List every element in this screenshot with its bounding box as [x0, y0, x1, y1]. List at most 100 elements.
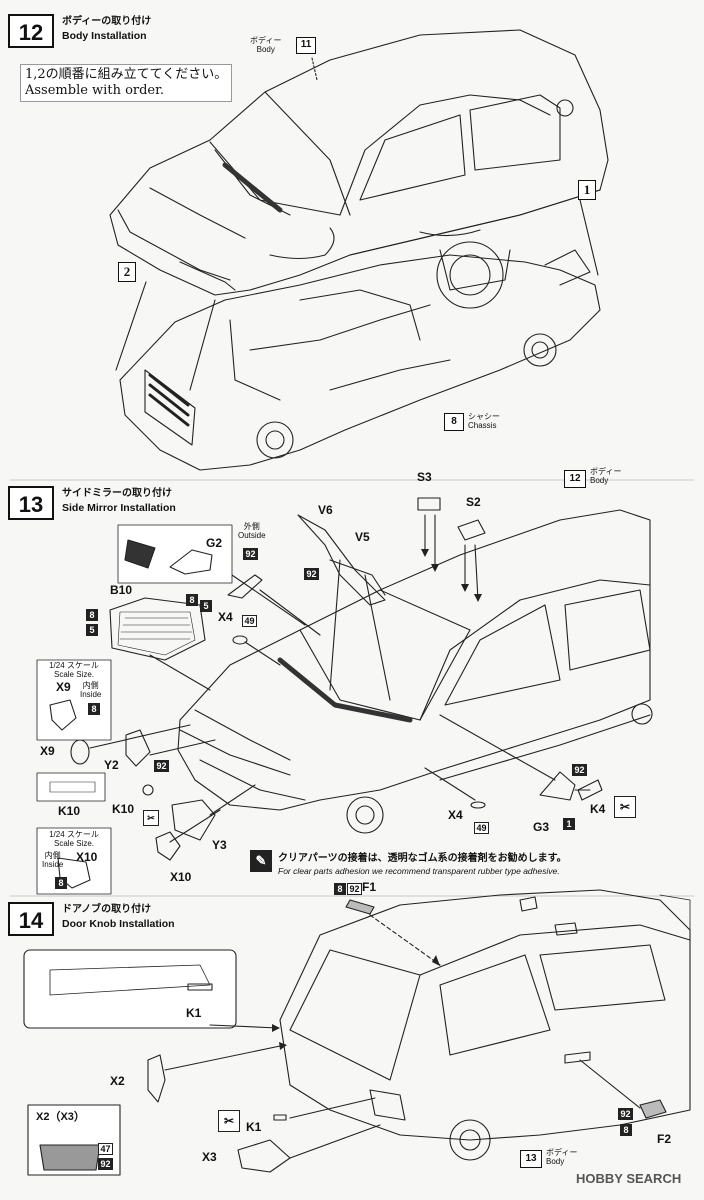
color-92-g3: 92 — [572, 764, 587, 776]
chassis-drawing — [119, 241, 601, 471]
part-Y2: Y2 — [104, 758, 119, 772]
part-K1-inset: K1 — [186, 1006, 202, 1020]
step12-chassis-en: Chassis — [468, 421, 497, 431]
step12-chassis-step-ref: 8 — [444, 413, 464, 431]
scale-label-x9: 1/24 スケール Scale Size. — [39, 661, 109, 679]
scale-jp-x9: 1/24 スケール — [49, 661, 99, 670]
step12-chassis-label: シャシー Chassis — [468, 412, 500, 430]
adhesive-note-jp: クリアパーツの接着は、透明なゴム系の接着剤をお勧めします。 — [278, 853, 567, 864]
color-8-f2: 8 — [620, 1124, 632, 1136]
step12-title-en: Body Installation — [62, 30, 147, 42]
glue-icon-k1: ✂ — [218, 1110, 240, 1132]
step14-body-step-ref: 13 — [520, 1150, 542, 1168]
part-S2: S2 — [466, 495, 481, 509]
step14-body-en: Body — [546, 1157, 565, 1167]
part-X2: X2 — [110, 1074, 125, 1088]
part-X9: X9 — [40, 744, 55, 758]
inside-jp-x10: 内側 — [44, 851, 61, 860]
color-92-g2: 92 — [243, 548, 258, 560]
step12-body-en: Body — [256, 45, 275, 55]
color-92-wiper: 92 — [304, 568, 319, 580]
step14-body-jp: ボディー — [546, 1148, 578, 1157]
step13-title-jp: サイドミラーの取り付け — [62, 488, 172, 499]
step13-body-label: ボディー Body — [590, 467, 621, 485]
part-K10-inset: K10 — [58, 804, 81, 818]
glue-icon-k10: ✂ — [143, 810, 159, 826]
step13-number: 13 — [8, 486, 54, 520]
outside-label: 外側 Outside — [238, 522, 266, 540]
color-47: 47 — [98, 1143, 113, 1155]
door-knob-step-drawing — [23, 889, 691, 1176]
step12-body-label: ボディー Body — [250, 36, 281, 54]
x2x3-box-label: X2（X3） — [36, 1111, 85, 1123]
part-K4: K4 — [590, 802, 606, 816]
part-X10-inset: X10 — [76, 850, 98, 864]
step14-body-label: ボディー Body — [546, 1148, 577, 1166]
color-8-b10: 8 — [86, 609, 98, 621]
part-S3: S3 — [417, 470, 432, 484]
color-8-b10b: 8 — [186, 594, 198, 606]
part-X4-bottom: X4 — [448, 808, 463, 822]
step12-body-jp: ボディー — [250, 36, 282, 45]
step13-body-step-ref: 12 — [564, 470, 586, 488]
watermark: HOBBY SEARCH — [576, 1171, 682, 1186]
color-49-top: 49 — [242, 615, 257, 627]
step12-number: 12 — [8, 14, 54, 48]
color-49-bottom: 49 — [474, 822, 489, 834]
inside-en-x10: Inside — [42, 860, 64, 870]
color-8-x9: 8 — [88, 703, 100, 715]
step13-body-en: Body — [590, 476, 609, 486]
step14-title-jp: ドアノブの取り付け — [62, 904, 152, 915]
adhesive-note-en: For clear parts adhesion we recommend tr… — [278, 866, 560, 876]
step12-note-en: Assemble with order. — [25, 83, 165, 98]
part-X9-inset: X9 — [56, 680, 71, 694]
adhesive-icon: ✎ — [250, 850, 272, 872]
part-Y3: Y3 — [212, 838, 227, 852]
color-5-b10b: 5 — [200, 600, 212, 612]
inside-label-x10: 内側 Inside — [42, 851, 63, 869]
part-G3: G3 — [533, 820, 550, 834]
body-shell-drawing — [109, 29, 609, 296]
step14-number: 14 — [8, 902, 54, 936]
glue-icon-k4: ✂ — [614, 796, 636, 818]
step12-order-2: 2 — [118, 262, 136, 282]
step12-note-jp: 1,2の順番に組み立ててください。 — [25, 67, 228, 82]
step13-body-jp: ボディー — [590, 467, 622, 476]
step12-title-jp: ボディーの取り付け — [62, 16, 152, 27]
part-F2: F2 — [657, 1132, 672, 1146]
part-X10: X10 — [170, 870, 192, 884]
color-8-x10: 8 — [55, 877, 67, 889]
scale-en-x9: Scale Size. — [53, 670, 95, 680]
step12-chassis-jp: シャシー — [468, 412, 500, 421]
outside-jp: 外側 — [243, 522, 260, 531]
part-K10: K10 — [112, 802, 135, 816]
step12-order-1: 1 — [578, 180, 596, 200]
color-92-f2: 92 — [618, 1108, 633, 1120]
part-K1: K1 — [246, 1120, 262, 1134]
scale-jp-x10: 1/24 スケール — [49, 830, 99, 839]
scale-label-x10: 1/24 スケール Scale Size. — [39, 830, 109, 848]
color-92-y2: 92 — [154, 760, 169, 772]
part-X3: X3 — [202, 1150, 217, 1164]
step13-title-en: Side Mirror Installation — [62, 502, 176, 514]
step14-title-en: Door Knob Installation — [62, 918, 175, 930]
color-5-b10: 5 — [86, 624, 98, 636]
scale-en-x10: Scale Size. — [53, 839, 95, 849]
color-92-x2: 92 — [98, 1158, 113, 1170]
inside-en-x9: Inside — [80, 690, 102, 700]
outside-en: Outside — [238, 531, 266, 541]
color-92-f1: 92 — [347, 883, 362, 895]
part-F1: F1 — [362, 880, 377, 894]
color-1-g3: 1 — [563, 818, 575, 830]
inside-jp-x9: 内側 — [82, 681, 99, 690]
part-V6: V6 — [318, 503, 333, 517]
step12-note: 1,2の順番に組み立ててください。 Assemble with order. — [20, 64, 233, 102]
mirror-step-drawing — [36, 497, 653, 895]
color-8-f1: 8 — [334, 883, 346, 895]
part-B10: B10 — [110, 583, 133, 597]
part-G2: G2 — [206, 536, 223, 550]
inside-label-x9: 内側 Inside — [80, 681, 101, 699]
part-V5: V5 — [355, 530, 370, 544]
